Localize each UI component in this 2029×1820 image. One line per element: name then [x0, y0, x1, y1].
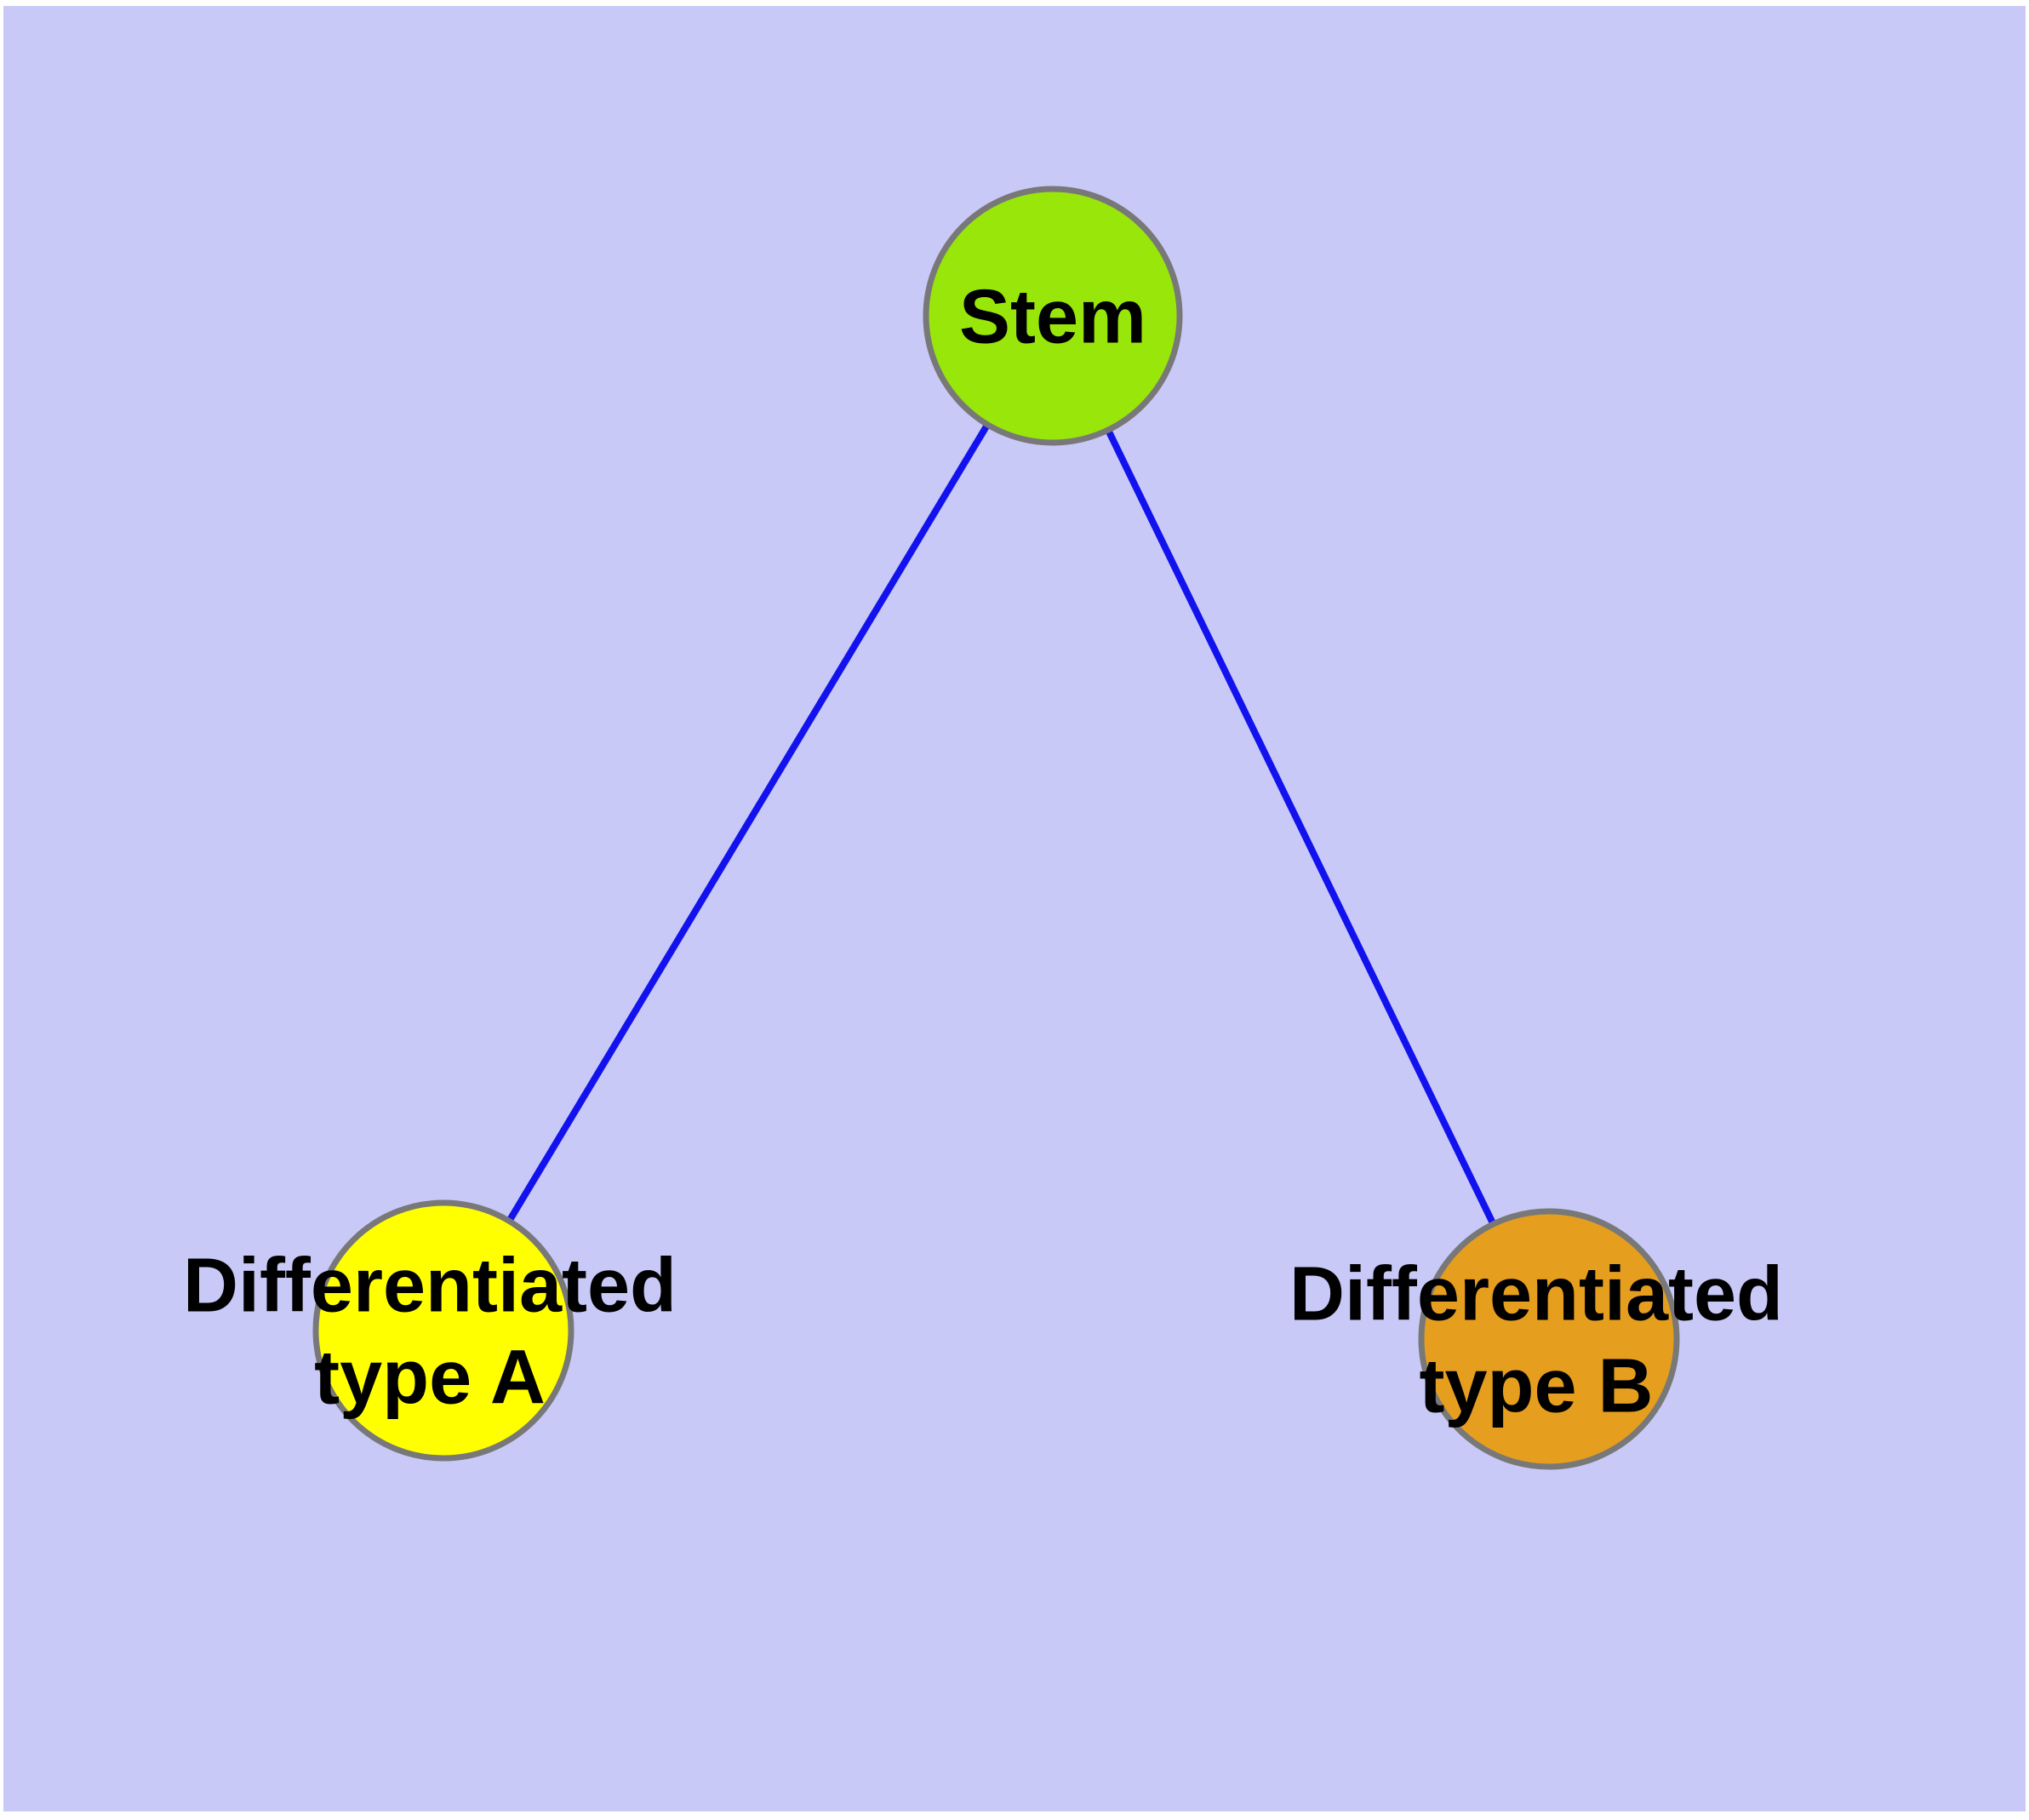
edge-stem-to-type-a: [440, 312, 1056, 1334]
edge-stem-to-type-b: [1049, 312, 1552, 1342]
node-type-a-label-line2: type A: [314, 1336, 546, 1421]
node-type-b-label-line2: type B: [1419, 1344, 1653, 1429]
node-type-b-label-line1: Differentiated: [1289, 1252, 1783, 1337]
node-stem-label: Stem: [959, 275, 1146, 360]
node-type-a-label-line1: Differentiated: [183, 1244, 677, 1329]
node-stem: [923, 186, 1183, 446]
node-differentiated-type-a: [312, 1199, 574, 1462]
node-differentiated-type-b: [1418, 1208, 1680, 1470]
